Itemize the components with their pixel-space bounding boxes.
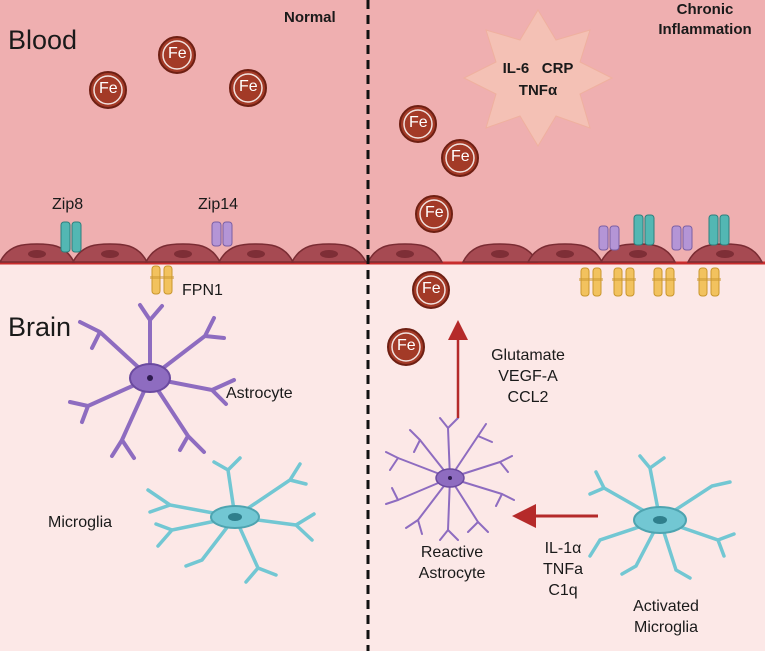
cytokine-burst: [462, 9, 614, 147]
reactive-astrocyte-icon: [385, 417, 515, 541]
fe-label: Fe: [99, 80, 118, 97]
secreted-factor: VEGF-A: [498, 368, 558, 385]
fe-label: Fe: [168, 45, 187, 62]
cytokine-item: IL-1α: [544, 540, 582, 557]
endothelium-normal: [0, 243, 367, 263]
activated-label-line2: Microglia: [633, 619, 698, 636]
blood-region-label: Blood: [8, 25, 78, 55]
reactive-label-line1: Reactive: [420, 544, 484, 561]
fe-label: Fe: [422, 280, 441, 297]
fe-label: Fe: [425, 204, 444, 221]
astrocyte-icon: [68, 303, 236, 460]
normal-panel-title: Normal: [284, 9, 336, 26]
cytokine-item: C1q: [548, 582, 578, 599]
inflammation-title-line1: Chronic: [676, 1, 734, 18]
microglia-secreted-factors: IL-1α TNFa C1q: [528, 538, 598, 601]
astrocyte-secreted-factors: Glutamate VEGF-A CCL2: [478, 345, 578, 408]
fpn1-label: FPN1: [182, 282, 223, 299]
cytokines-line1: IL-6 CRP: [502, 60, 574, 77]
activated-label-line1: Activated: [633, 598, 699, 615]
cytokines-line2: TNFα: [518, 82, 558, 99]
secreted-factor: Glutamate: [491, 347, 565, 364]
activated-microglia-label: Activated Microglia: [616, 596, 716, 638]
brain-region-label: Brain: [8, 312, 72, 342]
fe-label: Fe: [451, 148, 470, 165]
microglia-label: Microglia: [48, 514, 113, 531]
fe-label: Fe: [239, 78, 258, 95]
secreted-factor: CCL2: [507, 389, 549, 406]
reactive-label-line2: Astrocyte: [418, 565, 486, 582]
inflammation-panel-title: Chronic Inflammation: [645, 0, 765, 40]
reactive-astrocyte-label: Reactive Astrocyte: [402, 542, 502, 584]
cytokine-item: TNFa: [543, 561, 583, 578]
inflammation-title-line2: Inflammation: [658, 21, 752, 38]
microglia-icon: [146, 456, 316, 584]
endothelium-inflamed: [367, 243, 763, 263]
zip8-label: Zip8: [52, 196, 84, 213]
zip14-label: Zip14: [198, 196, 239, 213]
fe-label: Fe: [409, 114, 428, 131]
fe-label: Fe: [397, 337, 416, 354]
astrocyte-label: Astrocyte: [226, 385, 293, 402]
activated-microglia-icon: [588, 454, 736, 580]
blood-cytokines-label: IL-6 CRP TNFα: [478, 58, 598, 102]
brain-region: [0, 262, 765, 651]
